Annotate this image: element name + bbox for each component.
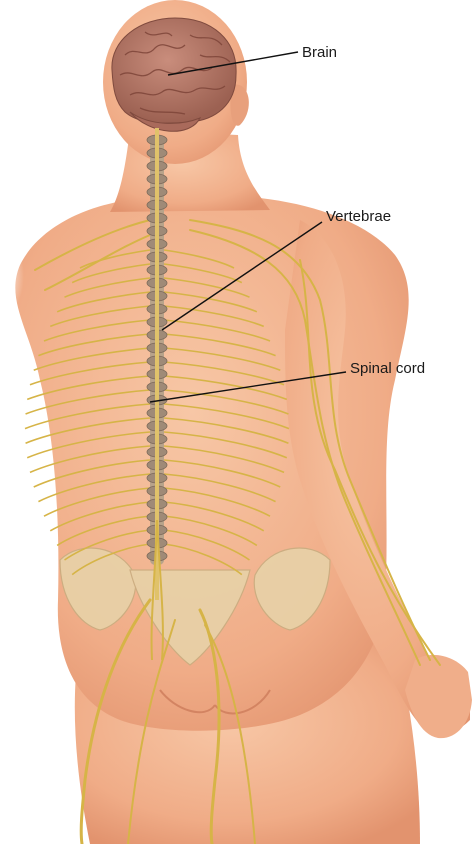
cerebrum <box>112 18 236 123</box>
hand <box>405 655 472 738</box>
vertebrae-label: Vertebrae <box>326 208 391 225</box>
brain-label: Brain <box>302 44 337 61</box>
light-glow <box>0 200 120 410</box>
spinal-cord-label: Spinal cord <box>350 360 425 377</box>
